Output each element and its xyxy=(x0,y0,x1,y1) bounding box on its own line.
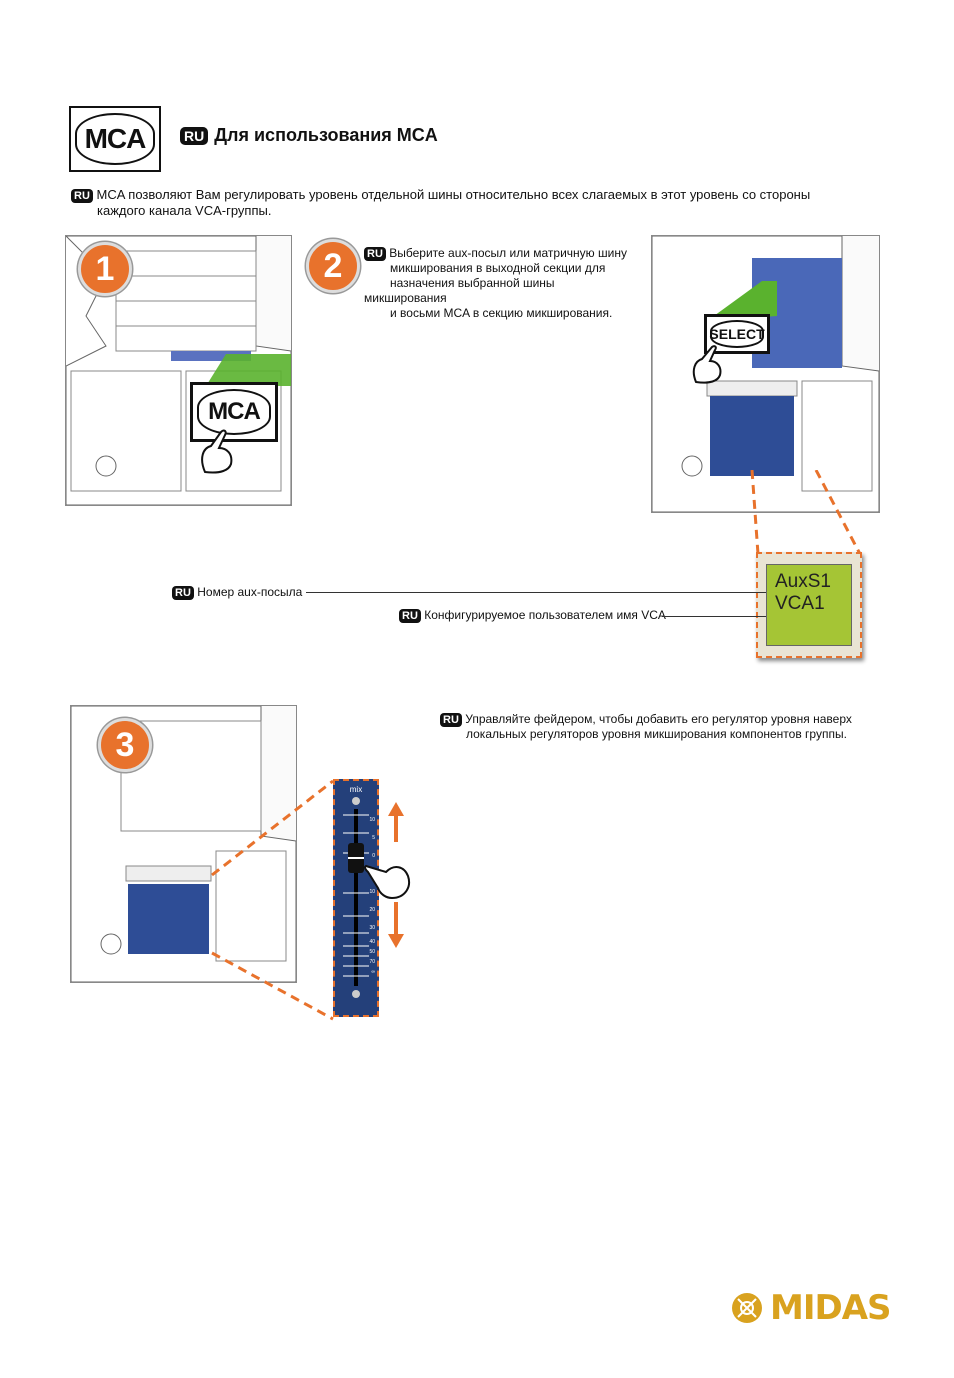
step-number-3: 3 xyxy=(98,718,152,772)
step2-line-3: назначения выбранной шины микширования xyxy=(364,276,555,305)
hand-pointer-icon xyxy=(363,858,412,902)
hand-pointer-icon xyxy=(197,428,237,474)
callout-line-1 xyxy=(306,592,766,593)
channel-display-zoom: AuxS1 VCA1 xyxy=(756,552,862,658)
up-down-arrows-icon xyxy=(388,802,404,948)
fader-scale: 10 5 0 5 10 20 30 40 50 70 ∞ xyxy=(369,817,375,975)
step3-line-2: локальных регуляторов уровня микшировани… xyxy=(466,727,847,741)
lang-badge: RU xyxy=(172,585,194,600)
callout-aux-number: RU Номер aux-посыла xyxy=(172,585,302,600)
midas-emblem-icon xyxy=(732,1293,762,1323)
callout-aux-number-text: Номер aux-посыла xyxy=(197,585,303,599)
midas-logo-text: MIDAS xyxy=(770,1288,892,1328)
lang-badge: RU xyxy=(364,246,386,261)
callout-vca-name: RU Конфигурируемое пользователем имя VCA xyxy=(399,608,666,623)
title-text: Для использования MCA xyxy=(214,125,438,145)
mca-icon-label: MCA xyxy=(75,113,155,165)
channel-lcd: AuxS1 VCA1 xyxy=(766,564,852,646)
console-drawing-3 xyxy=(70,705,297,983)
fader-label: mix xyxy=(349,785,363,794)
lang-badge: RU xyxy=(399,608,421,623)
lang-badge: RU xyxy=(71,188,93,203)
step2-line-1: Выберите aux-посыл или матричную шину xyxy=(389,246,627,260)
intro-text: RU MCA позволяют Вам регулировать уровен… xyxy=(71,187,891,219)
mix-fader-zoom: mix 10 5 0 5 10 20 30 40 50 70 ∞ xyxy=(333,779,379,1017)
fader-zoom-connector xyxy=(211,779,334,1021)
step2-line-2: микширования в выходной секции для xyxy=(390,261,606,275)
hand-pointer-icon xyxy=(690,344,726,384)
select-button-label: SELECT xyxy=(709,320,765,348)
midas-logo: MIDAS xyxy=(730,1288,892,1328)
lang-badge: RU xyxy=(440,712,462,727)
callout-line-2 xyxy=(662,616,766,617)
lang-badge: RU xyxy=(180,127,209,146)
intro-line-2: каждого канала VCA-группы. xyxy=(97,203,272,218)
mca-button-label: MCA xyxy=(197,389,271,435)
step2-text: RU Выберите aux-посыл или матричную шину… xyxy=(364,246,634,321)
intro-line-1: MCA позволяют Вам регулировать уровень о… xyxy=(96,187,811,202)
mca-icon: MCA xyxy=(69,106,161,172)
page-title: RU Для использования MCA xyxy=(180,125,438,146)
lcd-line-2: VCA1 xyxy=(775,593,825,614)
step3-text: RU Управляйте фейдером, чтобы добавить е… xyxy=(440,712,860,742)
console-illustration-2 xyxy=(651,235,880,513)
fader-drawing xyxy=(343,797,369,998)
zoom-connector-lines xyxy=(750,470,862,555)
step3-line-1: Управляйте фейдером, чтобы добавить его … xyxy=(465,712,852,726)
mca-button-zoom[interactable]: MCA xyxy=(190,382,278,442)
step-number-2: 2 xyxy=(306,239,360,293)
lcd-line-1: AuxS1 xyxy=(775,571,831,592)
step2-line-4: и восьми MCA в секцию микширования. xyxy=(390,306,613,320)
callout-vca-name-text: Конфигурируемое пользователем имя VCA xyxy=(424,608,666,622)
step-number-1: 1 xyxy=(78,242,132,296)
